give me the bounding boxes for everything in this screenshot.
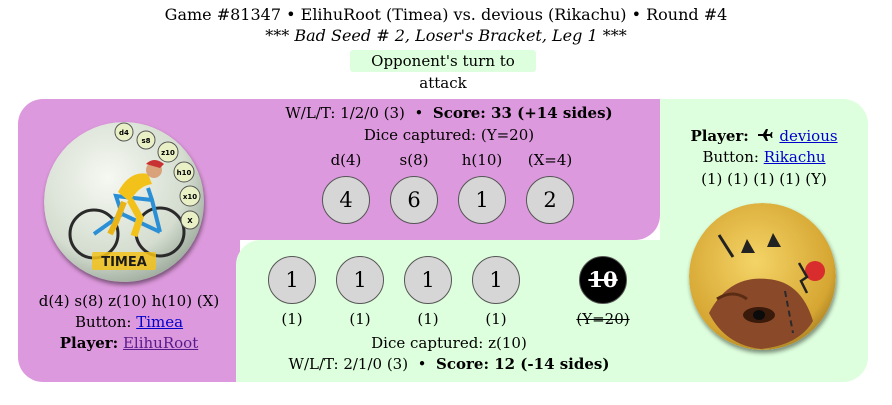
opponent-die-label: d(4): [330, 151, 362, 169]
player-die[interactable]: 1: [472, 256, 520, 304]
airplane-icon: [757, 129, 773, 141]
player-die[interactable]: 1: [268, 256, 316, 304]
opponent-die-label: h(10): [461, 151, 503, 169]
svg-text:x10: x10: [183, 193, 197, 201]
player-stats-line: W/L/T: 2/1/0 (3) • Score: 12 (-14 sides): [236, 355, 662, 373]
player-label: Player:: [690, 127, 749, 145]
opponent-die[interactable]: 2: [526, 176, 574, 224]
svg-text:TIMEA: TIMEA: [101, 255, 147, 270]
player-die-label: (1): [417, 310, 439, 328]
svg-text:X: X: [187, 217, 193, 225]
captured-die-label: (Y=20): [576, 310, 630, 328]
player-label: Player:: [59, 334, 119, 352]
opponent-recipe: (1) (1) (1) (1) (Y): [701, 170, 827, 188]
opponent-die-label: (X=4): [527, 151, 573, 169]
opponent-dice-captured: Dice captured: (Y=20): [363, 126, 535, 144]
player-die[interactable]: 1: [336, 256, 384, 304]
svg-text:d4: d4: [119, 129, 129, 137]
opponent-die[interactable]: 1: [458, 176, 506, 224]
rikachu-button-avatar: [689, 203, 836, 350]
player-die-label: (1): [349, 310, 371, 328]
player-wlt: W/L/T: 2/1/0 (3): [288, 355, 409, 373]
opponent-stats-line: W/L/T: 1/2/0 (3) • Score: 33 (+14 sides): [238, 104, 660, 122]
captured-die[interactable]: 10: [579, 256, 627, 304]
player-recipe: d(4) s(8) z(10) h(10) (X): [38, 292, 220, 310]
opponent-dice-panel: [238, 99, 660, 240]
player-dice-captured: Dice captured: z(10): [371, 334, 527, 352]
timea-button-avatar: d4 s8 z10 h10 x10 X TIMEA: [44, 122, 204, 282]
separator-bullet: •: [414, 104, 424, 122]
button-label: Button:: [702, 148, 759, 166]
opponent-die[interactable]: 4: [322, 176, 370, 224]
svg-text:z10: z10: [161, 149, 175, 157]
opponent-button-line: Button: Rikachu: [660, 148, 868, 166]
svg-text:s8: s8: [141, 137, 150, 145]
opponent-player-line: Player: devious: [660, 127, 868, 145]
player-score: Score: 12 (-14 sides): [436, 355, 610, 373]
opponent-button-link[interactable]: Rikachu: [763, 148, 826, 166]
player-button-line: Button: Timea: [18, 313, 240, 331]
opponent-wlt: W/L/T: 1/2/0 (3): [285, 104, 405, 122]
opponent-score: Score: 33 (+14 sides): [432, 104, 613, 122]
player-die-label: (1): [281, 310, 303, 328]
player-name-link[interactable]: ElihuRoot: [122, 334, 199, 352]
separator-bullet: •: [417, 355, 427, 373]
button-label: Button:: [74, 313, 132, 331]
tournament-subtitle: *** Bad Seed # 2, Loser's Bracket, Leg 1…: [265, 26, 627, 45]
opponent-die-label: s(8): [399, 151, 429, 169]
player-die-label: (1): [485, 310, 507, 328]
turn-status-badge: Opponent's turn to attack: [350, 50, 536, 92]
svg-text:h10: h10: [177, 169, 192, 177]
opponent-player-link[interactable]: devious: [779, 127, 838, 145]
opponent-die[interactable]: 6: [390, 176, 438, 224]
game-title: Game #81347 • ElihuRoot (Timea) vs. devi…: [164, 5, 728, 24]
player-button-link[interactable]: Timea: [136, 313, 184, 331]
player-name-line: Player: ElihuRoot: [18, 334, 240, 352]
player-die[interactable]: 1: [404, 256, 452, 304]
